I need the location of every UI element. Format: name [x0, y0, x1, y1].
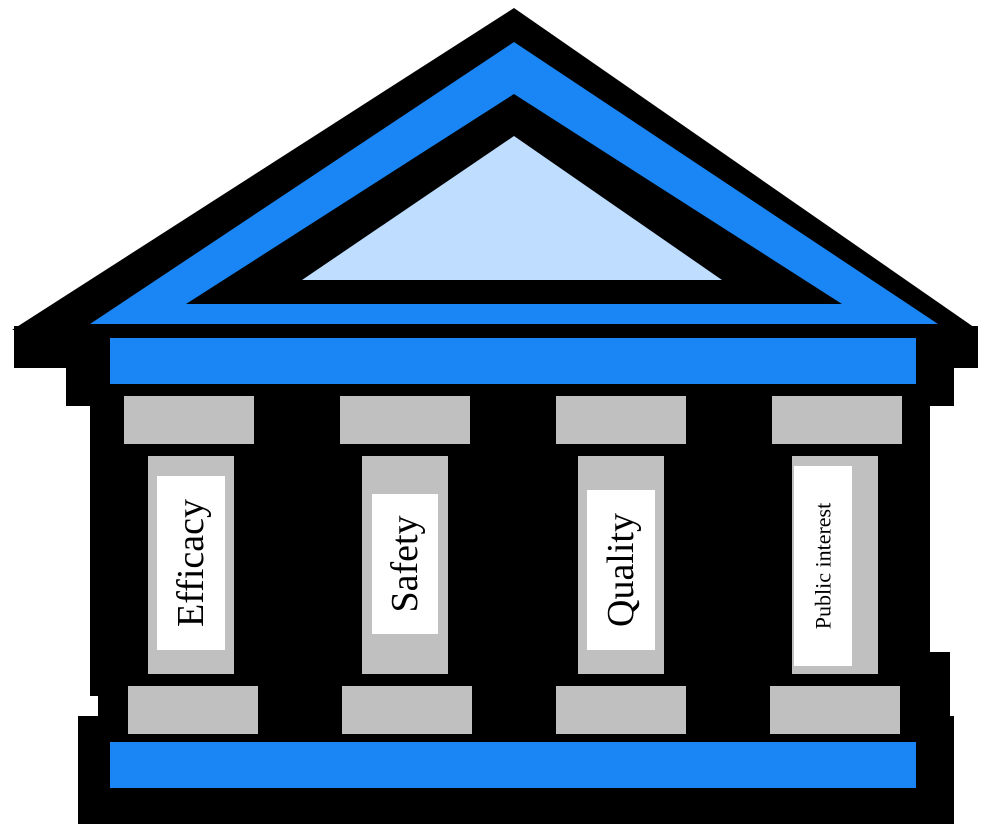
pillar-label-efficacy: Efficacy	[170, 499, 212, 627]
column-bases	[128, 686, 900, 734]
column-base	[770, 686, 900, 734]
column-capital	[556, 396, 686, 444]
roof	[90, 42, 938, 324]
pillar-label-quality: Quality	[600, 513, 642, 627]
pillar-labels: Efficacy Safety Quality Public interest	[170, 499, 836, 629]
column-capital	[772, 396, 902, 444]
entablature-beam	[110, 338, 916, 384]
pillar-label-public-interest: Public interest	[811, 503, 836, 629]
column-base	[556, 686, 686, 734]
column-base	[128, 686, 258, 734]
pillar-label-safety: Safety	[384, 515, 426, 612]
capitals	[124, 396, 902, 444]
column-capital	[340, 396, 470, 444]
base-step	[110, 742, 916, 788]
pillar-label-box-efficacy	[157, 476, 225, 650]
pillar-label-boxes	[157, 466, 852, 666]
pediment-light-blue	[302, 136, 722, 280]
column-capital	[124, 396, 254, 444]
pillar-label-box-public-interest	[794, 466, 852, 666]
column-base	[342, 686, 472, 734]
pillar-label-box-quality	[587, 490, 655, 650]
pillar-label-box-safety	[372, 494, 438, 634]
